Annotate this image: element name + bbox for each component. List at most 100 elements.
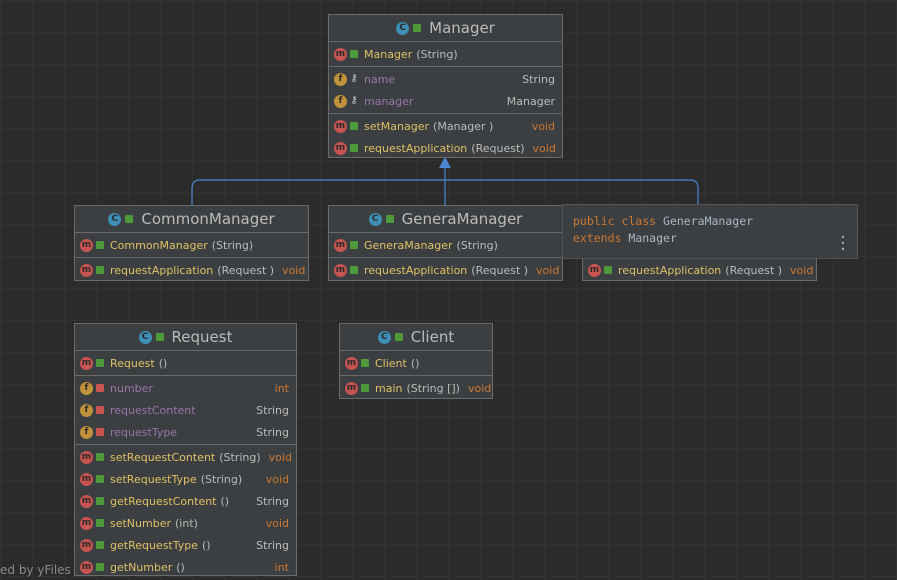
tooltip-keyword: public class <box>573 214 657 228</box>
public-icon <box>350 266 358 274</box>
member-params: (Request ) <box>217 263 275 277</box>
package-key-icon: ⚷ <box>350 95 358 106</box>
class-title: GeneraManager <box>401 210 523 228</box>
method-icon: m <box>334 141 347 155</box>
method-row[interactable]: m Client() <box>340 352 492 374</box>
private-lock-icon <box>96 428 104 436</box>
member-name: Request <box>110 356 155 370</box>
member-name: getRequestContent <box>110 494 217 508</box>
public-icon <box>394 333 403 341</box>
public-icon <box>604 266 612 274</box>
member-name: requestContent <box>110 403 196 417</box>
manager-class-header: C Manager <box>329 15 562 42</box>
member-params: (String) <box>416 47 458 61</box>
field-icon: f <box>334 72 347 86</box>
member-name: setRequestContent <box>110 450 216 464</box>
member-params: () <box>410 356 420 370</box>
tooltip-line-1: public class GeneraManager <box>573 213 847 230</box>
member-return-type: void <box>790 263 814 277</box>
class-icon: C <box>396 21 410 35</box>
client-class-header: C Client <box>340 324 492 351</box>
class-icon: C <box>108 212 122 226</box>
member-return-type: String <box>522 72 555 86</box>
member-name: requestApplication <box>364 263 468 277</box>
constructors-section: m Manager(String) <box>329 42 562 67</box>
member-name: requestApplication <box>110 263 214 277</box>
method-icon: m <box>334 47 347 61</box>
package-key-icon: ⚷ <box>350 73 358 84</box>
class-icon: C <box>138 330 152 344</box>
method-row[interactable]: m Request() <box>75 352 296 374</box>
member-return-type: void <box>265 516 289 530</box>
public-icon <box>96 519 104 527</box>
member-params: (int) <box>175 516 198 530</box>
member-name: manager <box>364 94 414 108</box>
member-params: () <box>158 356 168 370</box>
member-params: (String []) <box>406 381 460 395</box>
class-declaration-tooltip: public class GeneraManager extends Manag… <box>562 204 858 259</box>
generamanager-class-header: C GeneraManager <box>329 206 562 233</box>
member-name: Client <box>375 356 407 370</box>
more-options-icon[interactable]: ··· <box>838 230 847 258</box>
method-icon: m <box>80 516 93 530</box>
method-icon: m <box>80 538 93 552</box>
public-icon <box>96 453 104 461</box>
class-title: Manager <box>429 19 495 37</box>
member-return-type: String <box>256 494 289 508</box>
member-params: (Request ) <box>725 263 783 277</box>
public-icon <box>96 541 104 549</box>
method-icon: m <box>80 472 93 486</box>
member-params: (String) <box>200 472 243 486</box>
class-title: Client <box>410 328 455 346</box>
method-icon: m <box>334 238 347 252</box>
method-icon: m <box>345 356 358 370</box>
member-name: number <box>110 381 153 395</box>
member-name: Manager <box>364 47 413 61</box>
method-icon: m <box>80 356 93 370</box>
member-name: requestApplication <box>618 263 722 277</box>
class-icon: C <box>377 330 391 344</box>
public-icon <box>413 24 422 32</box>
member-name: getNumber <box>110 560 173 574</box>
tooltip-class-name: GeneraManager <box>663 214 754 228</box>
public-icon <box>96 359 104 367</box>
member-return-type: void <box>467 381 492 395</box>
field-icon: f <box>334 94 347 108</box>
public-icon <box>350 122 358 130</box>
public-icon <box>361 359 369 367</box>
class-icon: C <box>368 212 382 226</box>
method-row[interactable]: m Manager(String) <box>329 43 562 65</box>
public-icon <box>361 384 369 392</box>
member-params: (Request ) <box>471 263 529 277</box>
member-return-type: void <box>282 263 306 277</box>
inheritance-arrowhead <box>439 157 451 168</box>
